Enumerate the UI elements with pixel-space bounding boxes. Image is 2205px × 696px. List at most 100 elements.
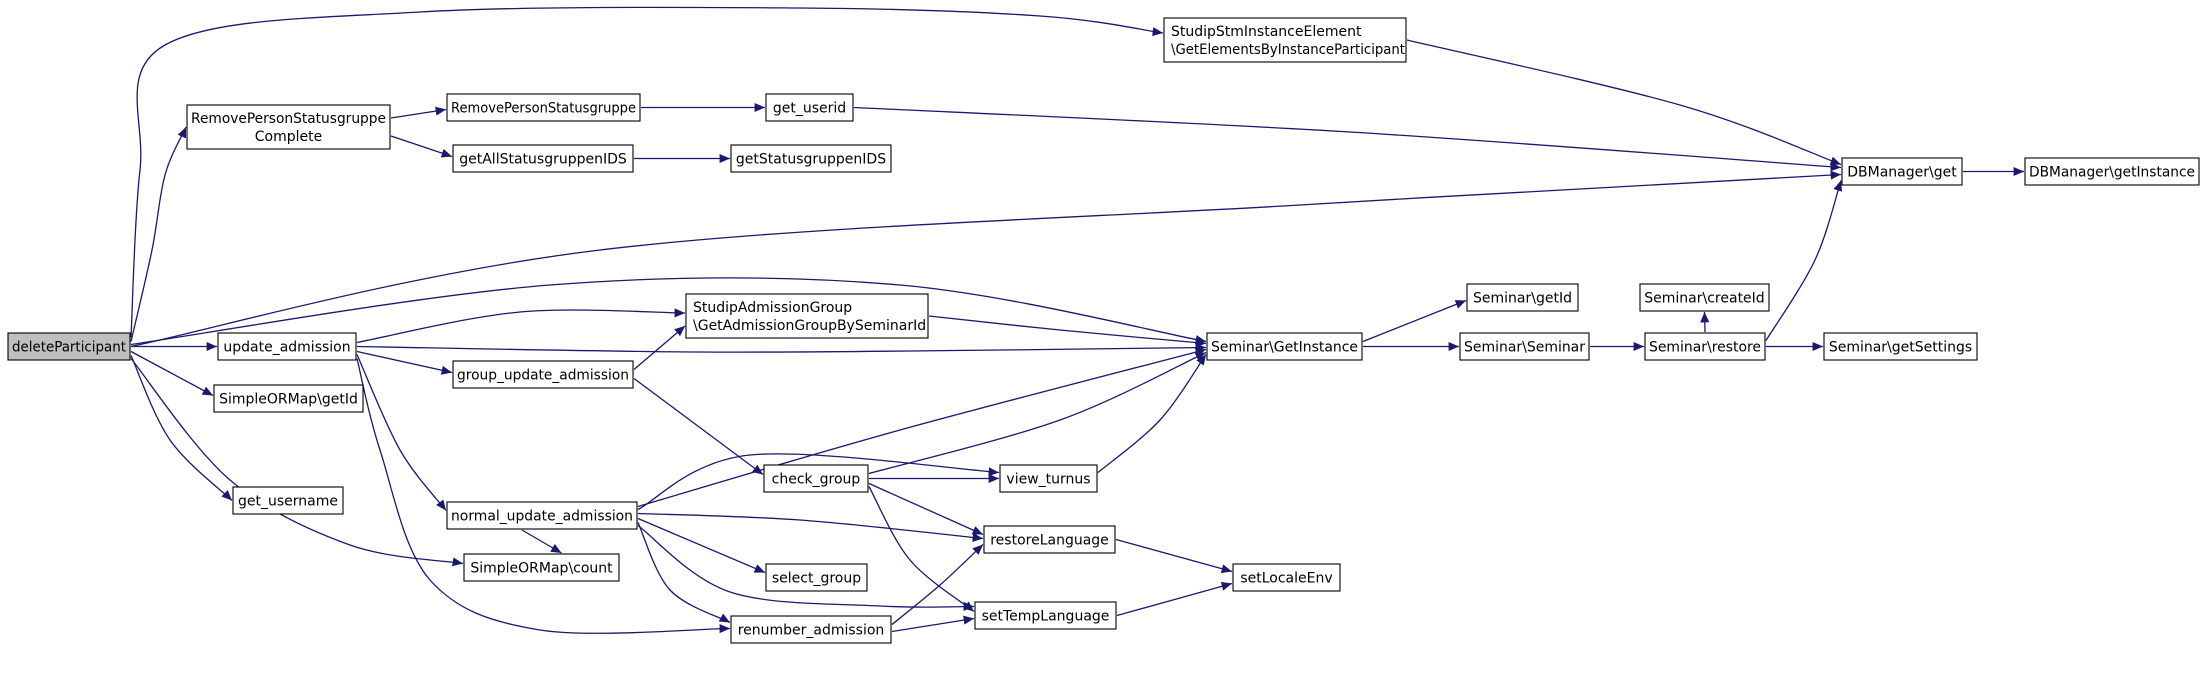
node-box-cg[interactable] (763, 464, 869, 493)
node-cg[interactable]: check_group (763, 464, 869, 493)
node-label-guid: get_userid (773, 101, 846, 117)
node-label-rpsg: RemovePersonStatusgruppe (451, 101, 636, 117)
edge-srestore-to-dbg (1765, 180, 1843, 341)
node-box-sle[interactable] (1232, 563, 1341, 592)
node-box-screate[interactable] (1639, 283, 1770, 312)
node-label-rl: restoreLanguage (990, 533, 1109, 549)
node-rl[interactable]: restoreLanguage (983, 525, 1116, 554)
node-dbg[interactable]: DBManager\get (1841, 157, 1963, 186)
node-label-sag-line1: StudipAdmissionGroup (693, 300, 852, 316)
node-label-cg: check_group (772, 472, 861, 488)
edge-ssie-to-dbg (1406, 39, 1842, 166)
edge-nua-to-sgi (637, 347, 1207, 508)
node-box-gsi[interactable] (730, 144, 892, 173)
node-dbgi[interactable]: DBManager\getInstance (2024, 157, 2200, 186)
node-box-gun[interactable] (232, 486, 344, 515)
node-label-dp: deleteParticipant (12, 340, 126, 356)
node-label-screate: Seminar\createId (1644, 291, 1764, 307)
node-box-ra[interactable] (730, 615, 892, 644)
node-ra[interactable]: renumber_admission (730, 615, 892, 644)
node-box-ssie[interactable] (1163, 17, 1407, 63)
node-ua[interactable]: update_admission (217, 332, 357, 361)
edge-guid-to-dbg (853, 106, 1842, 172)
node-box-dp[interactable] (7, 332, 131, 361)
node-selg[interactable]: select_group (765, 563, 868, 592)
node-box-stl[interactable] (974, 601, 1117, 630)
edge-nua-to-vt (637, 453, 1000, 511)
node-vt[interactable]: view_turnus (999, 464, 1098, 493)
node-box-gua[interactable] (452, 360, 634, 389)
node-box-gasi[interactable] (452, 144, 634, 173)
edge-sgi-to-sgetid (1362, 299, 1467, 343)
node-rpsg[interactable]: RemovePersonStatusgruppe (446, 93, 641, 122)
edge-nua-to-rl (637, 512, 984, 542)
node-ssett[interactable]: Seminar\getSettings (1823, 332, 1978, 361)
node-cnt[interactable]: SimpleORMap\count (463, 553, 620, 582)
node-box-rl[interactable] (983, 525, 1116, 554)
node-ssem[interactable]: Seminar\Seminar (1459, 332, 1590, 361)
node-box-sgid[interactable] (213, 384, 364, 413)
node-gasi[interactable]: getAllStatusgruppenIDS (452, 144, 634, 173)
edge-ua-to-nua (356, 354, 447, 511)
edge-ra-to-stl (891, 615, 975, 633)
node-gun[interactable]: get_username (232, 486, 344, 515)
node-nua[interactable]: normal_update_admission (446, 501, 638, 530)
edge-rpsgc-to-rpsg (390, 106, 447, 119)
edge-dp-to-rpsgc (130, 126, 187, 342)
node-box-rpsg[interactable] (446, 93, 641, 122)
node-label-gun: get_username (238, 494, 338, 510)
node-sgetid[interactable]: Seminar\getId (1466, 283, 1579, 312)
node-box-rpsgc[interactable] (186, 104, 391, 150)
node-box-ua[interactable] (217, 332, 357, 361)
node-box-srestore[interactable] (1644, 332, 1766, 361)
edge-stl-to-sle (1116, 581, 1233, 617)
node-box-sag[interactable] (685, 293, 929, 339)
node-box-sgi[interactable] (1206, 332, 1363, 361)
edge-layer (130, 6, 2024, 634)
edge-dp-to-ssie (130, 6, 1164, 338)
node-stl[interactable]: setTempLanguage (974, 601, 1117, 630)
node-label-gua: group_update_admission (457, 368, 629, 384)
node-dp[interactable]: deleteParticipant (7, 332, 131, 361)
node-box-nua[interactable] (446, 501, 638, 530)
edge-nua-to-stl (637, 524, 975, 611)
node-label-ssie-line1: StudipStmInstanceElement (1171, 24, 1362, 40)
node-label-ssem: Seminar\Seminar (1464, 340, 1585, 356)
node-box-guid[interactable] (765, 93, 854, 122)
node-ssie[interactable]: StudipStmInstanceElement\GetElementsByIn… (1163, 17, 1407, 63)
node-box-dbgi[interactable] (2024, 157, 2200, 186)
node-box-ssem[interactable] (1459, 332, 1590, 361)
edge-ua-to-sgi (356, 343, 1207, 353)
node-label-cnt: SimpleORMap\count (470, 561, 613, 577)
node-gua[interactable]: group_update_admission (452, 360, 634, 389)
node-sgi[interactable]: Seminar\GetInstance (1206, 332, 1363, 361)
node-box-ssett[interactable] (1823, 332, 1978, 361)
node-label-sgetid: Seminar\getId (1473, 291, 1572, 307)
node-label-ssett: Seminar\getSettings (1829, 340, 1972, 356)
node-box-vt[interactable] (999, 464, 1098, 493)
node-srestore[interactable]: Seminar\restore (1644, 332, 1766, 361)
node-label-rpsgc-line2: Complete (255, 129, 322, 145)
node-box-sgetid[interactable] (1466, 283, 1579, 312)
edge-nua-to-selg (637, 517, 766, 574)
edge-gua-to-cg (633, 377, 764, 476)
edge-rpsgc-to-gasi (390, 135, 453, 158)
edge-cg-to-stl (868, 486, 975, 613)
edge-ua-to-ra (356, 358, 731, 634)
edge-nua-to-ra (637, 522, 731, 624)
node-screate[interactable]: Seminar\createId (1639, 283, 1770, 312)
node-box-cnt[interactable] (463, 553, 620, 582)
node-label-nua: normal_update_admission (451, 509, 633, 525)
node-box-selg[interactable] (765, 563, 868, 592)
edge-dp-to-gun (130, 355, 233, 501)
edge-ua-to-gua (356, 350, 453, 375)
node-sle[interactable]: setLocaleEnv (1232, 563, 1341, 592)
edge-cg-to-sgi (868, 351, 1207, 475)
node-box-dbg[interactable] (1841, 157, 1963, 186)
node-guid[interactable]: get_userid (765, 93, 854, 122)
node-sag[interactable]: StudipAdmissionGroup\GetAdmissionGroupBy… (685, 293, 929, 339)
node-gsi[interactable]: getStatusgruppenIDS (730, 144, 892, 173)
edge-nua-to-cnt (521, 529, 562, 554)
node-sgid[interactable]: SimpleORMap\getId (213, 384, 364, 413)
